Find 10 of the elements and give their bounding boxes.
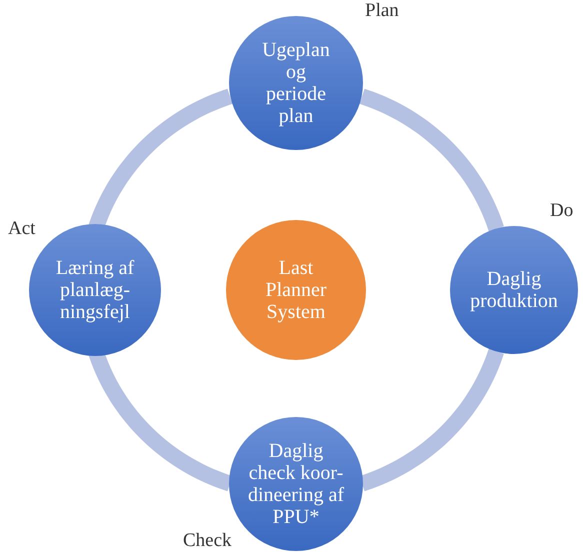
ring-connector xyxy=(359,88,504,232)
circle-label: Ugeplan og periode plan xyxy=(261,39,331,127)
circle-label: Daglig check koor- dineering af PPU* xyxy=(246,440,346,528)
phase-label: Plan xyxy=(365,0,399,22)
circle-label: Daglig produktion xyxy=(469,268,559,312)
phase-label: Do xyxy=(550,200,574,222)
circle-label: Læring af planlæg- ningsfejl xyxy=(54,257,136,323)
phase-label: Act xyxy=(8,218,36,240)
circle-label: Last Planner System xyxy=(264,257,328,323)
phase-label: Check xyxy=(183,530,232,552)
